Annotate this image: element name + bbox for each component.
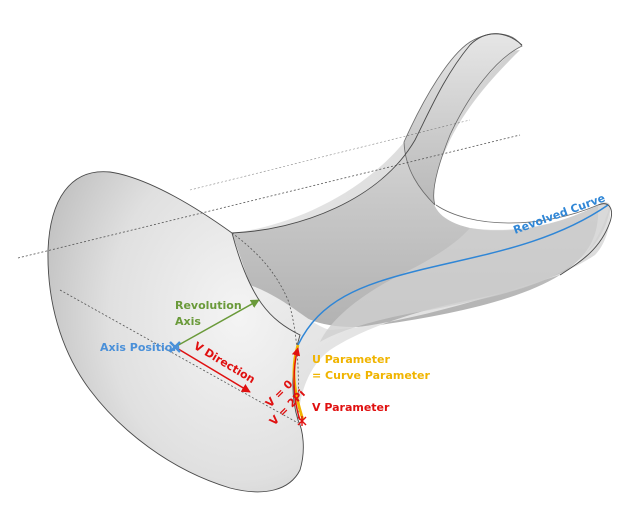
right-sheet bbox=[320, 202, 611, 342]
revolution-axis-arrow bbox=[174, 299, 260, 348]
guide-line-lower bbox=[59, 289, 299, 424]
u-parameter-label-line2: = Curve Parameter bbox=[312, 369, 431, 382]
axis-position-label: Axis Position bbox=[100, 341, 180, 354]
top-flap bbox=[403, 33, 523, 206]
u-parameter-label-line1: U Parameter bbox=[312, 353, 390, 366]
tube-inner-edge bbox=[435, 204, 599, 224]
tube-right-edge bbox=[559, 203, 612, 276]
revolution-axis-label-line1: Revolution bbox=[175, 299, 242, 312]
cross-icon bbox=[169, 341, 181, 353]
guide-line-upper bbox=[189, 119, 471, 191]
tube-top-edge bbox=[231, 33, 523, 234]
v-direction-arrow bbox=[174, 346, 251, 393]
v-parameter-label: V Parameter bbox=[312, 401, 390, 414]
v-parameter-arrow bbox=[291, 347, 301, 421]
star-icon bbox=[297, 416, 307, 426]
revolved-curve-line bbox=[297, 204, 609, 346]
tube-lower-surface bbox=[250, 205, 611, 420]
bell-mouth-surface bbox=[47, 171, 304, 493]
hidden-circle-dashed bbox=[231, 232, 299, 424]
revolution-axis-label-line2: Axis bbox=[175, 315, 201, 328]
